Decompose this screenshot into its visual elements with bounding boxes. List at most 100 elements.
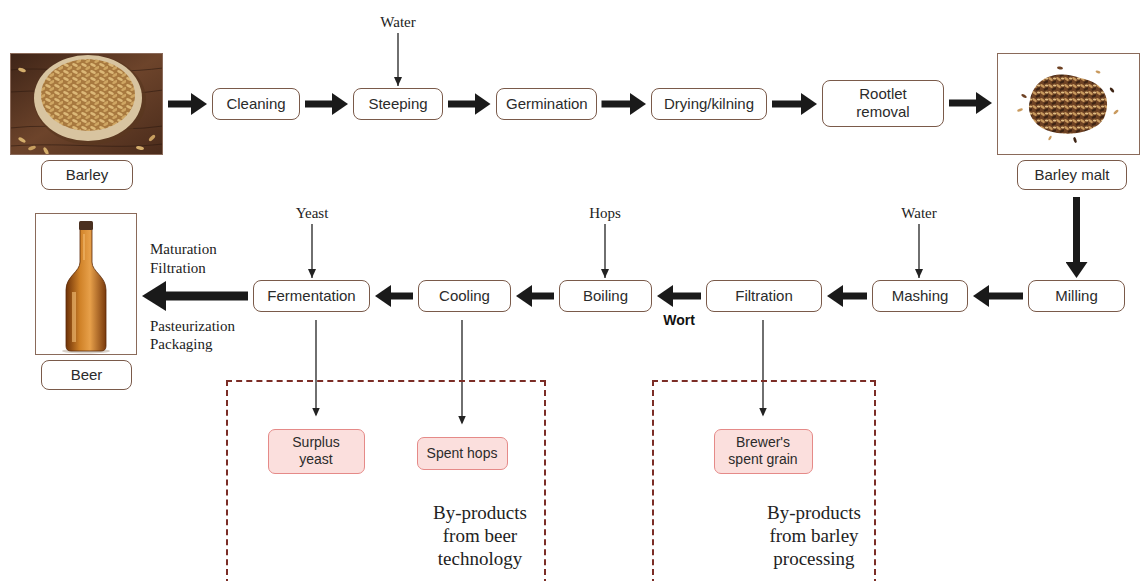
flow-arrow — [772, 101, 809, 108]
input-arrows — [397, 33, 398, 86]
step-note: Maturation — [150, 240, 217, 258]
flow-arrow — [383, 293, 413, 300]
beer-bottle-photo — [79, 221, 93, 230]
barley-malt-photo — [1057, 66, 1063, 70]
beer-bottle-photo — [72, 292, 76, 342]
flow-arrow — [315, 320, 316, 415]
barley-photo — [136, 146, 145, 151]
input-arrows — [918, 224, 919, 278]
barley-malt-photo — [1095, 70, 1100, 74]
process-box: Milling — [1028, 280, 1125, 312]
byproduct-box: Spent hops — [417, 437, 508, 470]
box-label: Barley — [66, 166, 109, 184]
barley-photo — [18, 136, 27, 143]
barley-malt-photo — [1109, 87, 1115, 93]
barley-photo — [42, 147, 49, 155]
flow-arrow — [1073, 197, 1080, 270]
barley-malt-photo — [998, 54, 1140, 155]
beer-bottle-photo — [66, 229, 106, 351]
process-box: Filtration — [706, 280, 822, 312]
step-note: Pasteurization — [150, 317, 235, 335]
process-box: Boiling — [559, 280, 652, 312]
box-label: Drying/kilning — [664, 95, 754, 113]
barley-malt-photo — [1048, 135, 1053, 141]
process-box: Cooling — [418, 280, 511, 312]
flow-arrow — [524, 293, 554, 300]
barley-photo — [28, 145, 37, 151]
box-label: Spent hops — [427, 445, 498, 462]
barley-malt-photo — [1029, 74, 1107, 133]
box-label: Rootlet removal — [841, 85, 925, 121]
box-label: Filtration — [735, 287, 793, 305]
barley-photo — [34, 55, 146, 145]
barley-malt-photo — [998, 54, 1140, 155]
barley-photo — [41, 59, 135, 131]
flow-arrow — [762, 320, 763, 415]
box-label: Fermentation — [267, 287, 355, 305]
process-box: Steeping — [353, 88, 443, 120]
byproduct-group: Brewer's spent grainBy-products from bar… — [652, 380, 876, 581]
input-label: Water — [380, 13, 415, 31]
product-picture: Barley — [10, 53, 163, 190]
box-label: Steeping — [368, 95, 427, 113]
flow-arrow — [949, 100, 984, 107]
process-box: Germination — [496, 88, 597, 120]
process-box: Mashing — [872, 280, 968, 312]
flow-arrow — [154, 292, 248, 301]
barley-photo — [10, 53, 163, 155]
box-label: Boiling — [583, 287, 628, 305]
box-label: Brewer's spent grain — [723, 434, 803, 468]
barley-photo — [34, 55, 142, 141]
barley-malt-photo — [1017, 108, 1024, 113]
picture-label-box: Barley malt — [1017, 160, 1127, 190]
barley-photo — [11, 54, 163, 155]
byproduct-box: Surplus yeast — [268, 429, 365, 474]
byproduct-group: Surplus yeast Spent hopsBy-products from … — [226, 380, 546, 581]
flow-arrow — [602, 101, 639, 108]
barley-malt-photo — [1113, 109, 1119, 115]
barley-photo — [10, 53, 163, 155]
input-label: Yeast — [296, 204, 329, 222]
box-label: Cooling — [439, 287, 490, 305]
input-label: Hops — [589, 204, 621, 222]
box-label: Mashing — [892, 287, 949, 305]
process-box: Cleaning — [212, 88, 300, 120]
step-note: Filtration — [150, 259, 206, 277]
box-label: Beer — [71, 366, 103, 384]
box-label: Germination — [506, 95, 586, 113]
step-note: Packaging — [150, 335, 212, 353]
barley-photo — [10, 53, 163, 155]
barley-malt-photo — [1073, 137, 1078, 144]
barley-photo — [148, 134, 156, 142]
box-label: Cleaning — [226, 95, 285, 113]
process-box: Drying/kilning — [651, 88, 767, 120]
flow-arrow — [448, 101, 483, 108]
group-title: By-products from beer technology — [422, 502, 538, 570]
edge-label: Wort — [661, 312, 697, 329]
box-label: Surplus yeast — [281, 434, 351, 468]
input-arrows — [312, 33, 919, 278]
flow-arrow — [305, 101, 340, 108]
picture-label-box: Beer — [41, 360, 132, 390]
input-arrows — [311, 224, 312, 278]
process-box: Rootlet removal — [822, 80, 944, 127]
beer-bottle-photo — [36, 214, 137, 355]
beer-bottle-photo — [83, 234, 85, 260]
input-label: Water — [901, 204, 936, 222]
product-picture: Beer — [35, 213, 137, 390]
process-box: Fermentation — [253, 280, 370, 312]
flow-arrow — [168, 101, 199, 108]
beer-bottle-photo — [36, 214, 137, 355]
box-label: Barley malt — [1034, 166, 1109, 184]
product-picture: Barley malt — [997, 53, 1140, 190]
flow-arrow — [461, 320, 462, 423]
box-label: Milling — [1055, 287, 1098, 305]
group-title: By-products from barley processing — [758, 502, 870, 570]
input-arrows — [604, 224, 605, 278]
picture-label-box: Barley — [41, 160, 133, 190]
connector-group — [154, 103, 1077, 423]
barley-malt-photo — [1021, 93, 1028, 98]
byproduct-box: Brewer's spent grain — [714, 429, 813, 474]
